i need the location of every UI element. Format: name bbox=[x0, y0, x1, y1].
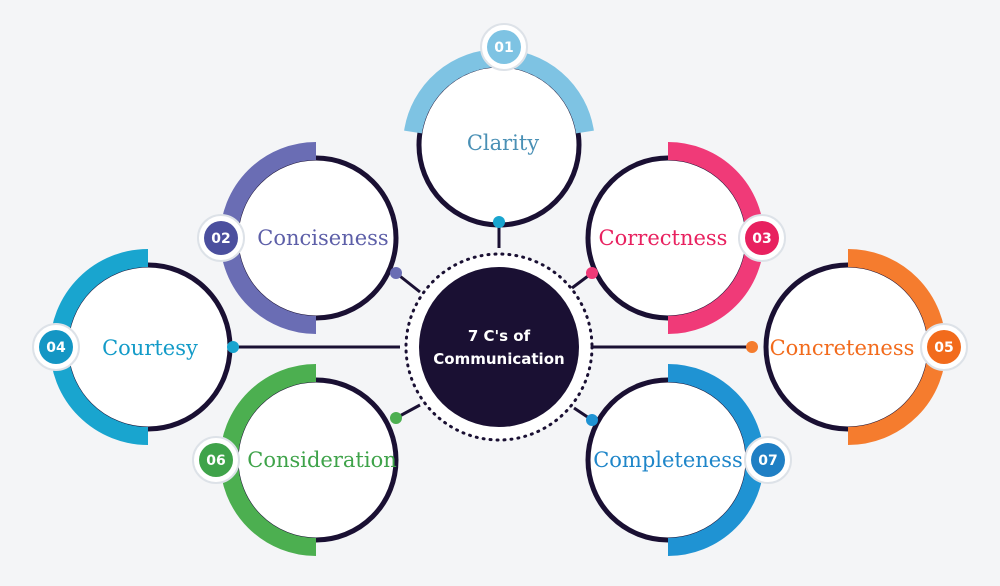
conciseness-dot bbox=[390, 267, 402, 279]
clarity-number: 01 bbox=[494, 40, 513, 56]
conciseness-number-circle bbox=[204, 221, 238, 255]
courtesy-dot bbox=[227, 341, 239, 353]
clarity-dot bbox=[493, 216, 505, 228]
completeness-number: 07 bbox=[758, 453, 777, 469]
completeness-label: Completeness bbox=[593, 448, 743, 472]
item-courtesy: 04 Courtesy bbox=[32, 249, 239, 445]
center-hub: 7 C's of Communication bbox=[404, 252, 594, 442]
center-title-line-2: Communication bbox=[433, 350, 564, 368]
consideration-number-circle bbox=[199, 443, 233, 477]
conciseness-label: Conciseness bbox=[257, 226, 388, 250]
conciseness-number: 02 bbox=[211, 231, 230, 247]
item-correctness: 03 Correctness bbox=[585, 142, 786, 334]
item-concreteness: 05 Concreteness bbox=[746, 249, 968, 445]
center-circle bbox=[419, 267, 579, 427]
clarity-number-circle bbox=[487, 30, 521, 64]
correctness-number-circle bbox=[745, 221, 779, 255]
consideration-label: Consideration bbox=[247, 448, 396, 472]
concreteness-number-circle bbox=[927, 330, 961, 364]
item-completeness: 07 Completeness bbox=[585, 364, 792, 556]
correctness-number: 03 bbox=[752, 231, 771, 247]
item-consideration: 06 Consideration bbox=[192, 364, 402, 556]
center-title-line-1: 7 C's of bbox=[468, 327, 531, 345]
courtesy-number: 04 bbox=[46, 340, 66, 356]
correctness-label: Correctness bbox=[599, 226, 728, 250]
clarity-label: Clarity bbox=[467, 131, 539, 155]
concreteness-label: Concreteness bbox=[770, 336, 915, 360]
concreteness-number: 05 bbox=[934, 340, 953, 356]
completeness-dot bbox=[586, 414, 598, 426]
concreteness-dot bbox=[746, 341, 758, 353]
completeness-number-circle bbox=[751, 443, 785, 477]
item-conciseness: 02 Conciseness bbox=[197, 142, 402, 334]
item-clarity: 01 Clarity bbox=[404, 23, 594, 228]
consideration-dot bbox=[390, 412, 402, 424]
courtesy-number-circle bbox=[39, 330, 73, 364]
consideration-number: 06 bbox=[206, 453, 225, 469]
correctness-dot bbox=[586, 267, 598, 279]
courtesy-label: Courtesy bbox=[102, 336, 198, 360]
